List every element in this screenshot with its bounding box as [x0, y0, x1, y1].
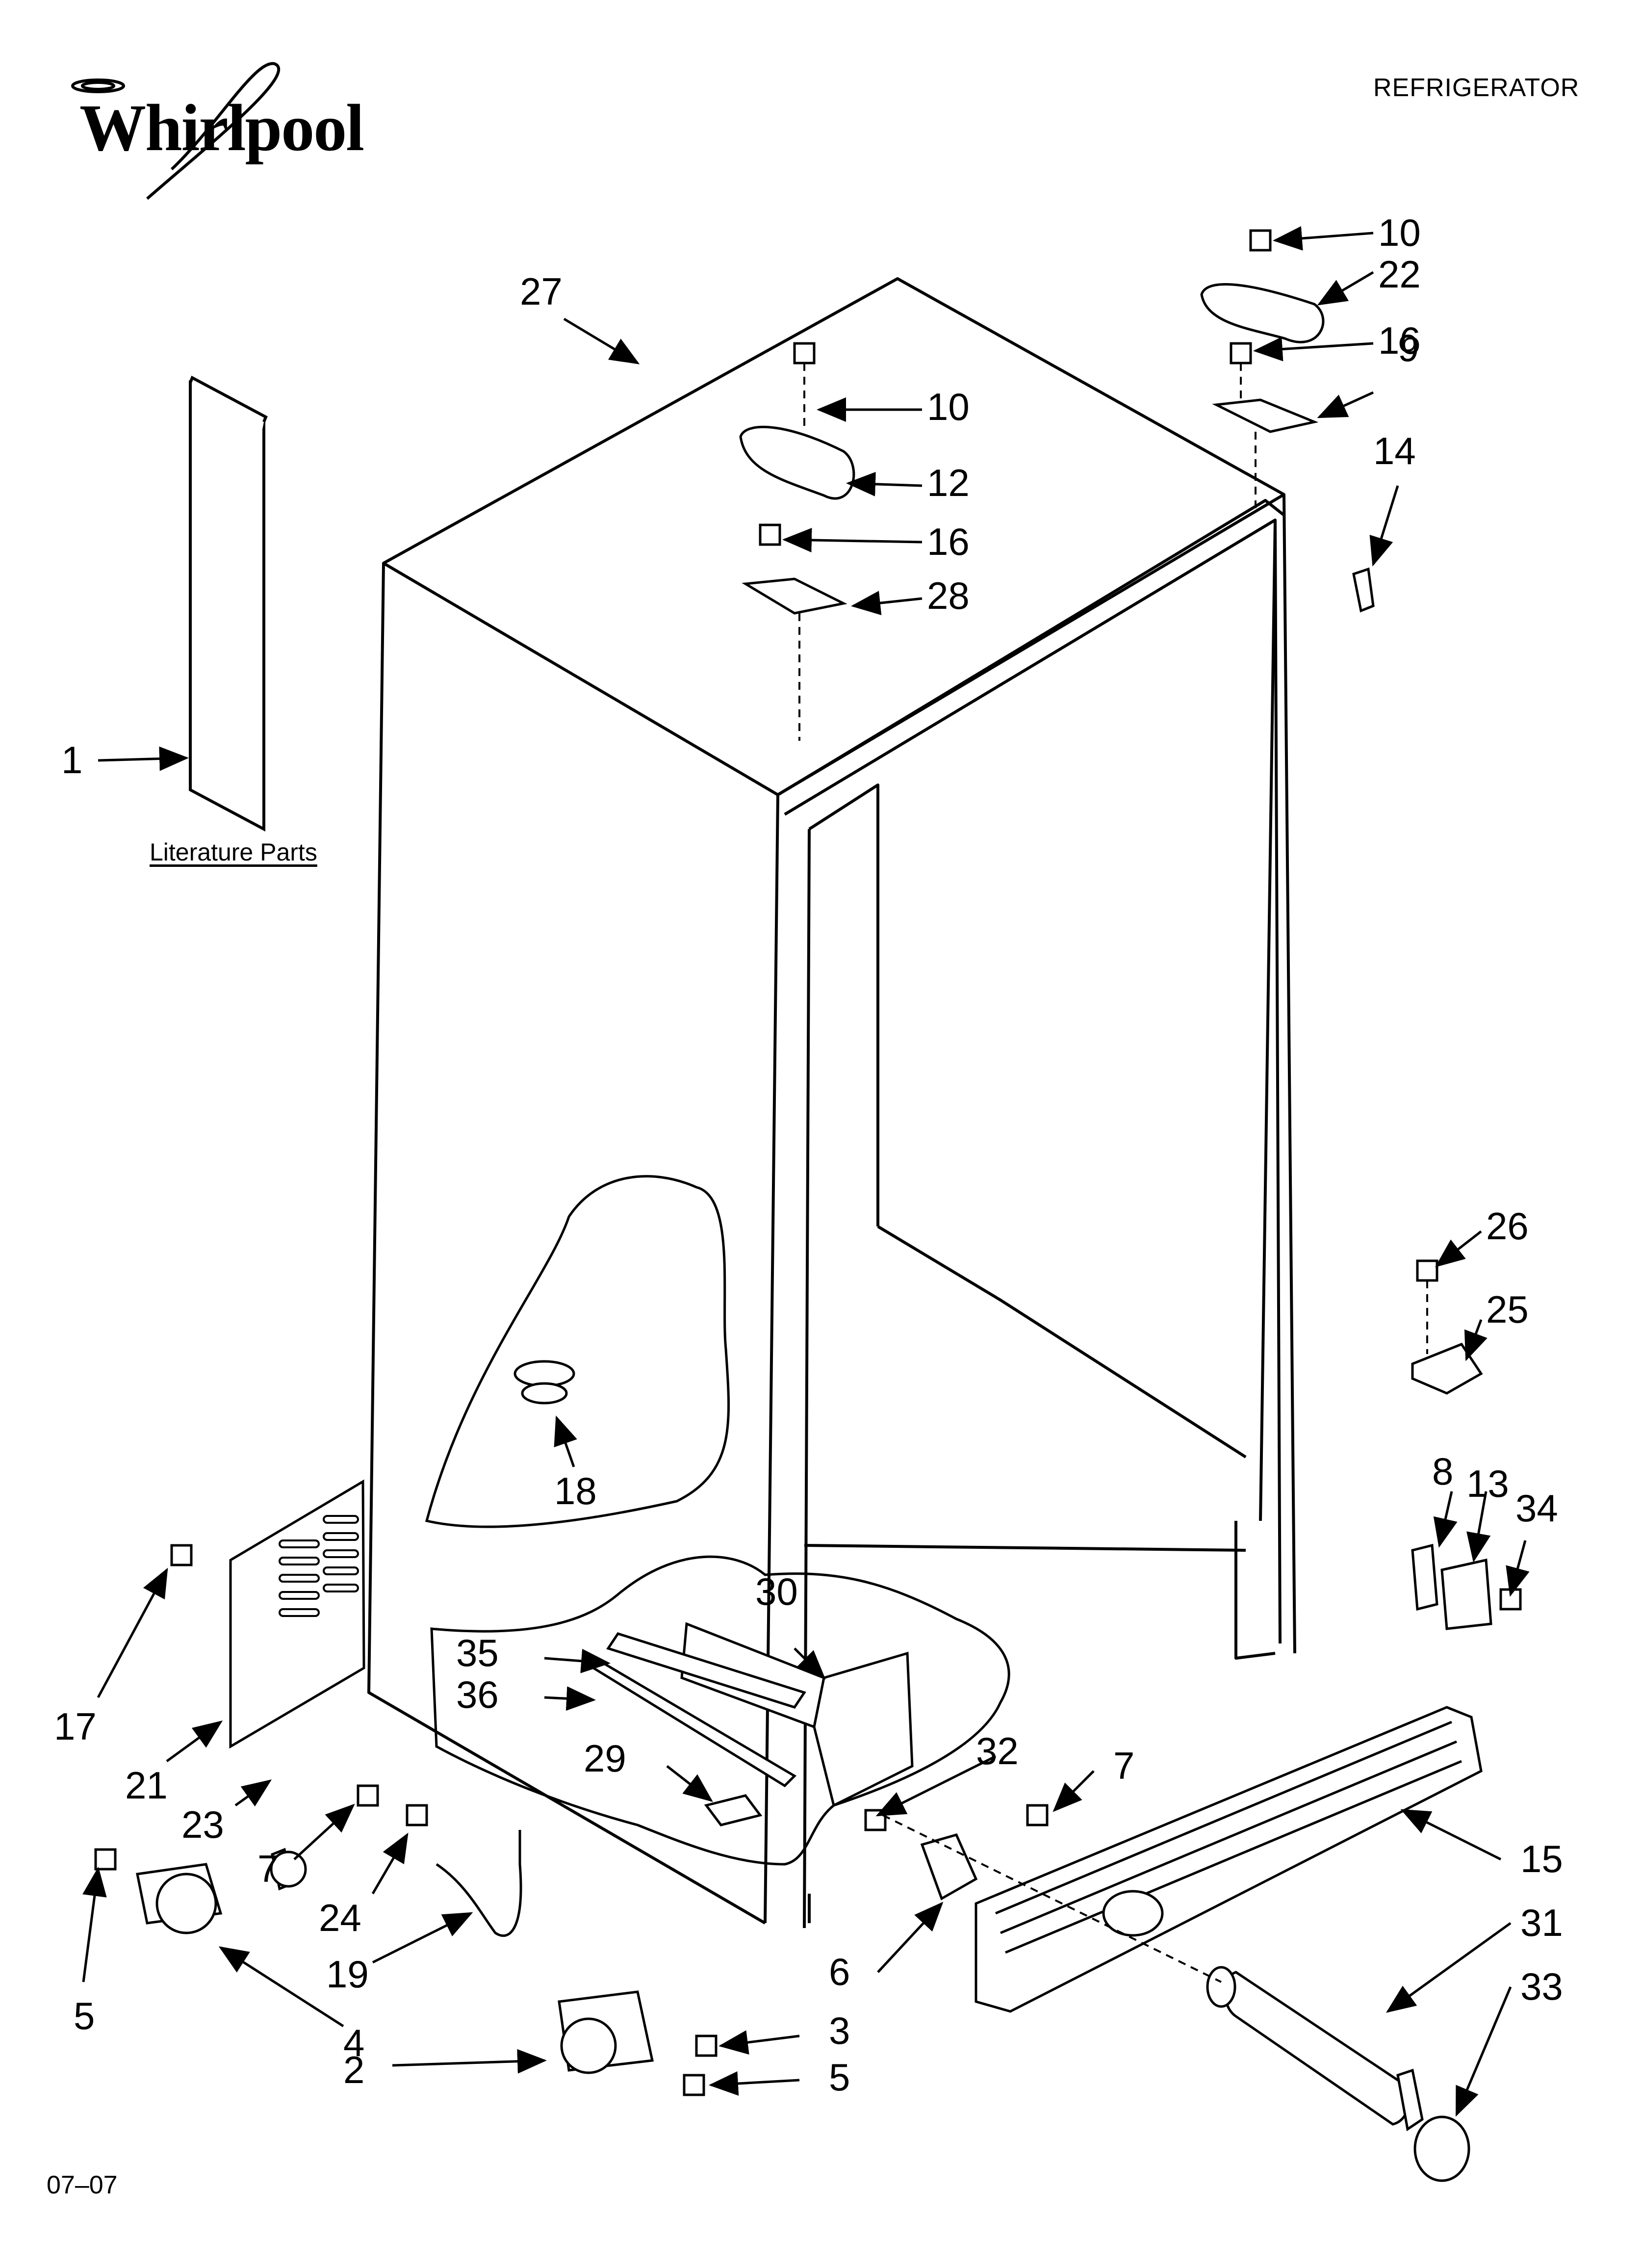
callout-10-top-right: 10 — [1378, 211, 1421, 254]
refrigerator-cabinet — [367, 277, 1296, 1929]
callout-4: 4 — [343, 2021, 365, 2064]
callout-19: 19 — [326, 1953, 369, 1996]
callout-31: 31 — [1520, 1901, 1563, 1944]
callout-34: 34 — [1515, 1486, 1558, 1530]
alignment-guides — [798, 363, 1428, 1983]
callout-16: 16 — [927, 520, 970, 563]
callout-23: 23 — [181, 1803, 224, 1846]
callout-12: 12 — [927, 461, 970, 504]
leader-arrows — [82, 226, 1530, 2117]
back-vent-panel — [229, 1479, 365, 1749]
callout-16-top-right: 16 — [1378, 319, 1421, 362]
callout-28: 28 — [927, 574, 970, 617]
callout-24: 24 — [319, 1896, 361, 1939]
callout-21: 21 — [125, 1764, 168, 1807]
callout-8: 8 — [1432, 1450, 1454, 1493]
hinge-cover-icon — [739, 425, 855, 500]
callout-26: 26 — [1486, 1204, 1529, 1248]
callout-10: 10 — [927, 385, 970, 428]
callout-30: 30 — [755, 1570, 798, 1613]
callout-32: 32 — [976, 1729, 1019, 1773]
callout-36: 36 — [456, 1673, 499, 1716]
page-title: REFRIGERATOR — [1373, 74, 1580, 102]
literature-booklet — [189, 375, 268, 832]
callout-5-left: 5 — [74, 1994, 95, 2037]
brand-logo-text: Whirlpool — [79, 91, 364, 165]
callout-2: 2 — [343, 2048, 365, 2091]
callout-17: 17 — [54, 1705, 97, 1748]
hardware-parts — [94, 229, 1522, 2096]
callout-5-bottom: 5 — [829, 2056, 850, 2099]
screw-icon — [793, 342, 816, 365]
cutaway-outline — [425, 1175, 1010, 1866]
callout-25: 25 — [1486, 1288, 1529, 1331]
water-filter — [1206, 1966, 1470, 2182]
literature-parts-label: Literature Parts — [150, 838, 317, 866]
callout-35: 35 — [456, 1631, 499, 1674]
callout-33: 33 — [1520, 1965, 1563, 2008]
callout-7-left: 7 — [257, 1847, 279, 1890]
callout-18: 18 — [554, 1469, 597, 1512]
callout-7-right: 7 — [1113, 1744, 1135, 1787]
callout-9: 9 — [1398, 326, 1419, 369]
callout-13: 13 — [1466, 1462, 1509, 1505]
callout-27: 27 — [520, 270, 563, 313]
callout-14: 14 — [1373, 429, 1416, 472]
callout-29: 29 — [584, 1737, 626, 1780]
callout-3: 3 — [829, 2009, 850, 2052]
whirlpool-logo — [71, 62, 280, 200]
revision-code: 07–07 — [47, 2171, 118, 2199]
callout-15: 15 — [1520, 1837, 1563, 1880]
callout-6: 6 — [829, 1950, 850, 1993]
base-grille — [975, 1706, 1483, 2013]
callout-22: 22 — [1378, 253, 1421, 296]
callout-1: 1 — [61, 738, 83, 782]
